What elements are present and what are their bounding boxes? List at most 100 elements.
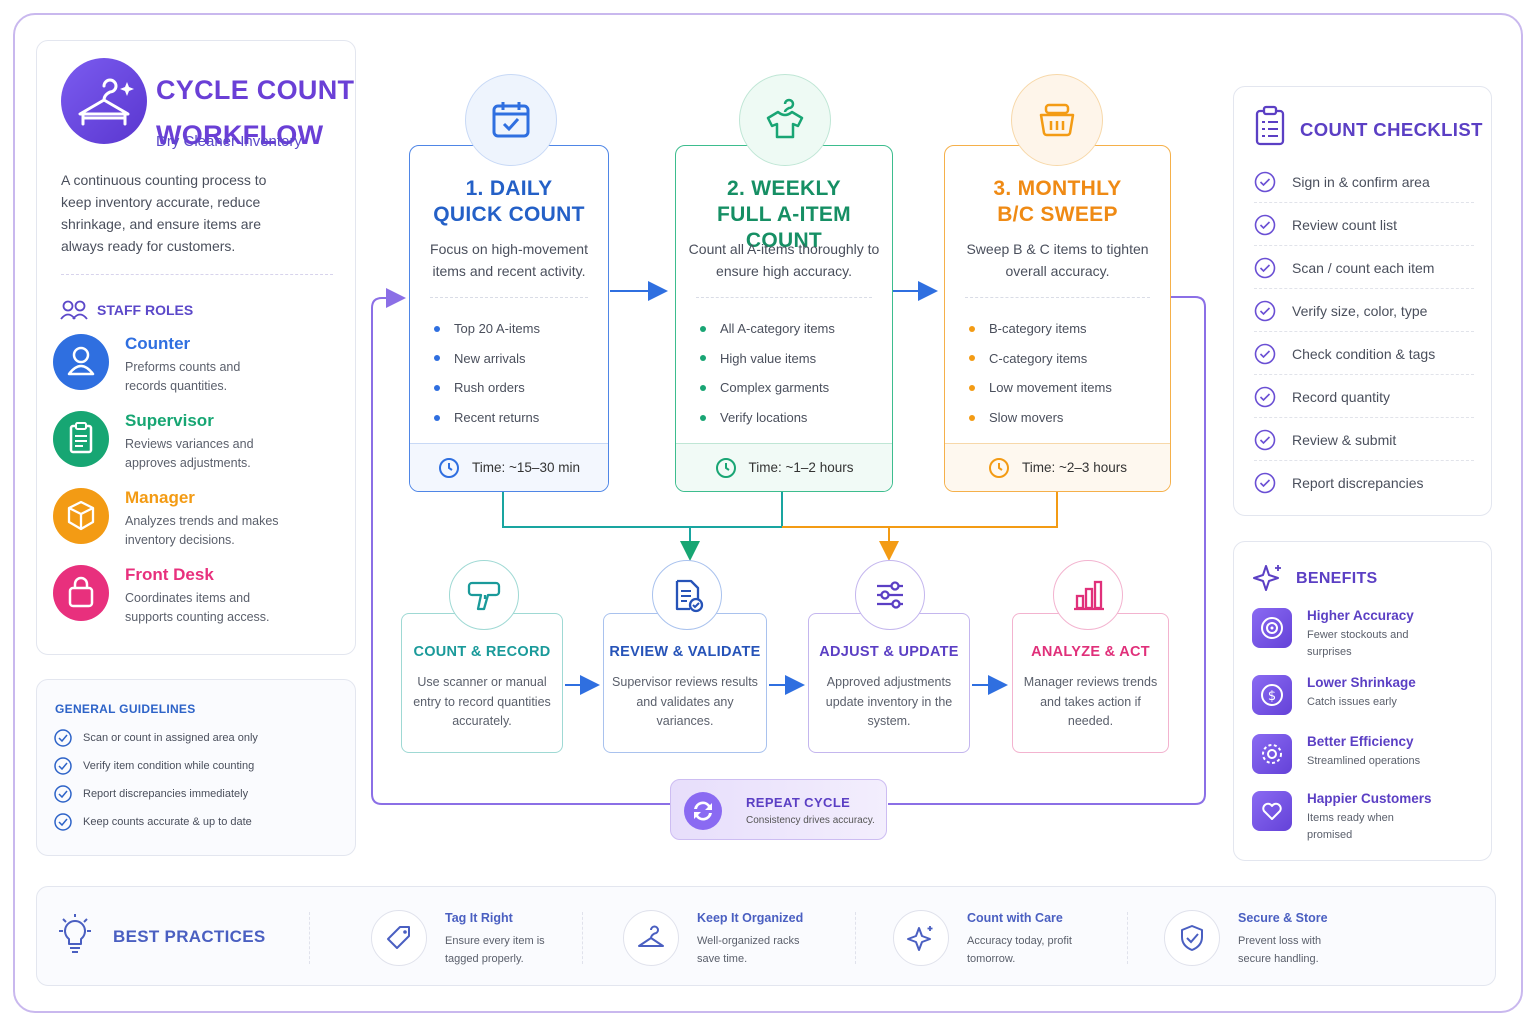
checklist-title: COUNT CHECKLIST [1300,119,1483,140]
best-practices-bar: BEST PRACTICES Tag It Right Ensure every… [36,886,1496,986]
hanger-icon [623,910,679,966]
check-circle-icon [1254,472,1276,494]
step-bullets: All A-category items High value items Co… [700,314,835,432]
checklist-item: Check condition & tags [1254,333,1474,375]
check-circle-icon [1254,257,1276,278]
check-circle-icon [54,729,72,747]
role-counter: Counter Preforms counts and records quan… [53,334,343,404]
divider [61,274,333,275]
practice-secure-store: Secure & Store Prevent loss with secure … [1164,905,1394,971]
tag-icon [371,910,427,966]
guideline-item: Keep counts accurate & up to date [53,812,252,832]
role-supervisor: Supervisor Reviews variances and approve… [53,411,343,481]
basket-icon [1011,74,1103,166]
process-description: Approved adjustments update inventory in… [825,675,953,728]
people-icon [60,300,88,320]
check-circle-icon [1254,429,1276,450]
process-description: Supervisor reviews results and validates… [612,675,758,728]
guideline-item: Verify item condition while counting [53,756,254,776]
role-front-desk: Front Desk Coordinates items and support… [53,565,343,635]
step-time: Time: ~2–3 hours [945,443,1170,491]
checklist-item: Verify size, color, type [1254,290,1474,332]
role-manager: Manager Analyzes trends and makes invent… [53,488,343,558]
list-item: High value items [700,344,835,374]
list-item: All A-category items [700,314,835,344]
gear-icon [1252,734,1292,774]
repeat-title: REPEAT CYCLE [746,795,851,810]
lightbulb-icon [59,914,91,953]
benefits-panel: BENEFITS Higher Accuracy Fewer stockouts… [1233,541,1492,861]
role-title: Front Desk [125,565,214,584]
process-title: ADJUST & UPDATE [819,644,959,660]
sparkle-icon [893,910,949,966]
list-item: Complex garments [700,373,835,403]
page-frame [13,13,1523,1013]
shield-icon [1164,910,1220,966]
shirt-icon [739,74,831,166]
list-item: New arrivals [434,344,540,374]
step-description: Count all A-items thoroughly to ensure h… [688,241,880,279]
check-circle-icon [1254,300,1276,321]
list-item: Top 20 A-items [434,314,540,344]
role-desc: Coordinates items and supports counting … [125,591,270,624]
role-title: Manager [125,488,195,507]
practice-tag-it-right: Tag It Right Ensure every item is tagged… [371,905,601,971]
list-item: Recent returns [434,403,540,433]
general-guidelines: GENERAL GUIDELINES Scan or count in assi… [36,679,356,856]
hanger-logo-icon [61,58,147,144]
role-desc: Analyzes trends and makes inventory deci… [125,514,279,547]
repeat-cycle-badge: REPEAT CYCLE Consistency drives accuracy… [670,779,887,840]
clipboard-icon [53,411,109,467]
sliders-icon [855,560,925,630]
staff-roles-heading: STAFF ROLES [59,299,193,321]
refresh-icon [684,792,722,830]
list-item: B-category items [969,314,1112,344]
box-icon [53,488,109,544]
scanner-icon [449,560,519,630]
sparkle-icon [1253,565,1281,591]
check-circle-icon [54,757,72,775]
guideline-item: Scan or count in assigned area only [53,728,258,748]
role-desc: Preforms counts and records quantities. [125,360,241,393]
check-circle-icon [54,785,72,803]
practice-count-with-care: Count with Care Accuracy today, profit t… [893,905,1123,971]
list-item: Low movement items [969,373,1112,403]
clock-icon [989,457,1010,478]
repeat-subtitle: Consistency drives accuracy. [746,815,875,826]
step-description: Sweep B & C items to tighten overall acc… [966,241,1149,279]
app-title: CYCLE COUNT WORKFLOW [156,75,355,150]
list-item: Verify locations [700,403,835,433]
step-time: Time: ~15–30 min [410,443,608,491]
best-practices-title: BEST PRACTICES [113,927,266,946]
checklist-item: Report discrepancies [1254,462,1474,504]
process-analyze-act: ANALYZE & ACT Manager reviews trends and… [1012,613,1169,753]
bag-icon [53,565,109,621]
count-checklist: COUNT CHECKLIST Sign in & confirm area R… [1233,86,1492,516]
process-count-record: COUNT & RECORD Use scanner or manual ent… [401,613,563,753]
role-desc: Reviews variances and approves adjustmen… [125,437,254,470]
role-title: Supervisor [125,411,214,430]
step-bullets: B-category items C-category items Low mo… [969,314,1112,432]
check-circle-icon [1254,343,1276,364]
process-adjust-update: ADJUST & UPDATE Approved adjustments upd… [808,613,970,753]
target-icon [1252,608,1292,648]
document-check-icon [652,560,722,630]
process-description: Use scanner or manual entry to record qu… [413,675,551,728]
role-title: Counter [125,334,191,353]
list-item: Rush orders [434,373,540,403]
process-title: REVIEW & VALIDATE [609,644,761,660]
checklist-item: Sign in & confirm area [1254,161,1474,203]
heart-icon [1252,791,1292,831]
guideline-item: Report discrepancies immediately [53,784,248,804]
person-icon [53,334,109,390]
clock-icon [439,457,460,478]
step-description: Focus on high-movement items and recent … [430,241,588,279]
intro-description: A continuous counting process to keep in… [61,172,267,254]
dollar-icon: $ [1252,675,1292,715]
guidelines-title: GENERAL GUIDELINES [55,702,196,716]
calendar-icon [465,74,557,166]
